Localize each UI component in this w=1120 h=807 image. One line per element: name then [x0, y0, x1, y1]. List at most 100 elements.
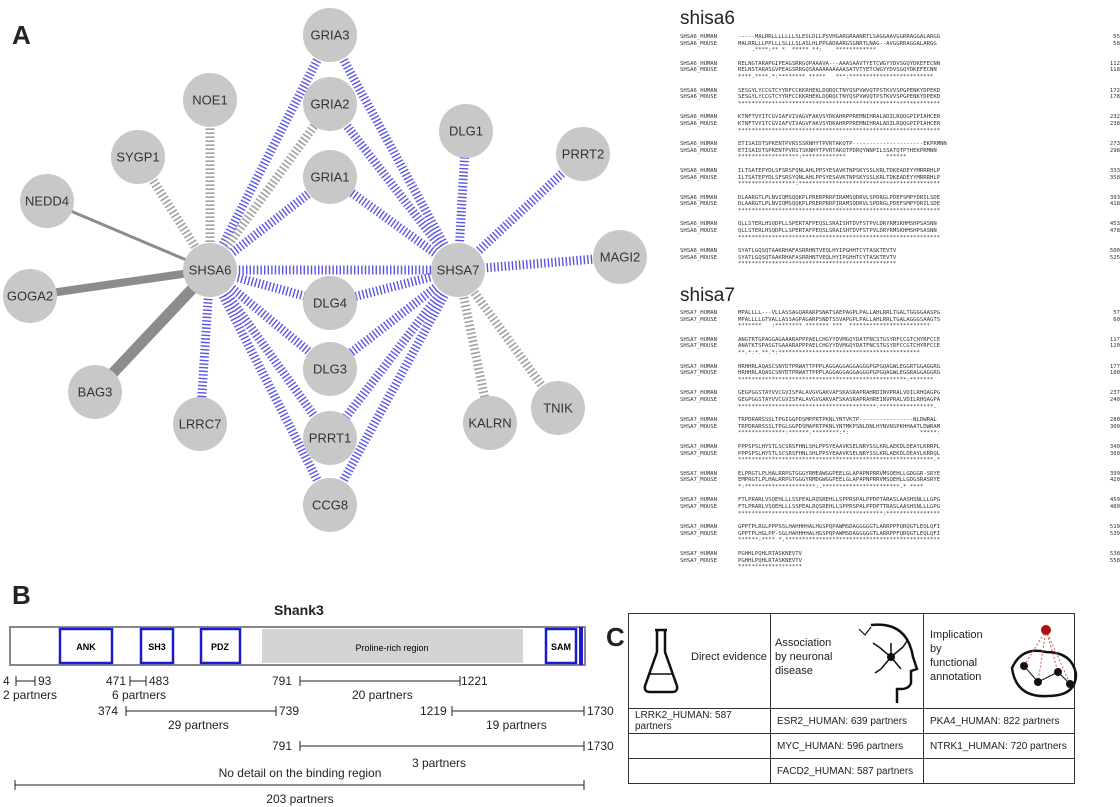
node-tnik: TNIK	[531, 381, 585, 435]
network-nodes: GRIA3NOE1SYGP1GRIA2DLG1PRRT2NEDD4GRIA1SH…	[3, 8, 647, 532]
alignment-nm	[680, 564, 738, 571]
range-label-203: 203 partners	[266, 792, 333, 806]
alignment-line: ****************************************…	[680, 377, 1120, 384]
shank3-domain-map: Proline-rich region ANK SH3 PDZ SAM 4 93…	[3, 626, 614, 806]
node-label: BAG3	[78, 385, 113, 400]
alignment-sq: GEGPGGSTAYVVCGVISFALAVGVGAKVAFSKASRAPRAH…	[738, 396, 941, 403]
alignment-sq: GEGPGGSTAYVVCGVISFALAVGVGAKVAFSKASRAPRAH…	[738, 390, 941, 397]
node-noe1: NOE1	[183, 73, 237, 127]
range-label-3: 3 partners	[412, 756, 466, 770]
alignment-nm	[680, 181, 738, 188]
alignment-sq: HRHHRLAQASCSNYDTPRWATTPPPLAGGAGGAGGAGGGP…	[738, 363, 941, 370]
range-end-93: 93	[38, 674, 52, 688]
table-cell: PKA4_HUMAN: 822 partners	[923, 708, 1075, 734]
alignment-nb: 178	[1109, 94, 1120, 101]
panel-label-b: B	[12, 580, 31, 610]
range-start-374: 374	[98, 704, 118, 718]
alignment-sq: ****************************************…	[738, 510, 941, 517]
node-dlg4: DLG4	[303, 276, 357, 330]
alignment-nm: SHSA7_MOUSE	[680, 530, 718, 537]
node-circle	[439, 104, 493, 158]
alignment-nm: SHSA7_MOUSE	[680, 370, 718, 377]
alignment-nb: 478	[1109, 228, 1120, 235]
alignment-nb: 177	[1109, 363, 1120, 370]
c-terminal-mark	[579, 627, 583, 665]
direct-evidence-label: Direct evidence	[691, 651, 767, 663]
alignment-nb: 232	[1109, 114, 1120, 121]
range-end-1730b: 1730	[587, 739, 614, 753]
edge-shsa7-ccg8	[326, 267, 462, 508]
alignment-sq: ****.****.*:******** ***** ***:*********…	[738, 73, 934, 80]
alignment-nm: SHSA7_HUMAN	[680, 443, 718, 450]
alignment-nb	[1100, 564, 1120, 571]
alignment-nm	[680, 323, 738, 330]
alignment-nb	[1100, 537, 1120, 544]
alignment-nb: 118	[1109, 67, 1120, 74]
alignment-sq: GPPTPLHGLPP-SGLHAHHHHALHGSPQPAWMSDAGGGGG…	[738, 530, 941, 537]
node-label: CCG8	[312, 498, 348, 513]
node-prrt1: PRRT1	[303, 411, 357, 465]
alignment-line: *****************:**********************…	[680, 181, 1120, 188]
node-circle	[20, 174, 74, 228]
alignment-line: SHSA7_MOUSE GPPTPLHGLPP-SGLHAHHHHALHGSPQP…	[680, 531, 1120, 538]
node-shsa6: SHSA6	[183, 243, 237, 297]
alignment-nb	[1100, 181, 1120, 188]
alignment-nb: 453	[1109, 221, 1120, 228]
domain-sam-label: SAM	[551, 642, 571, 652]
node-circle	[431, 243, 485, 297]
node-gria3: GRIA3	[303, 8, 357, 62]
alignment-nb	[1100, 235, 1120, 242]
association-label: Association by neuronal disease	[775, 636, 833, 678]
range-start-1219: 1219	[420, 704, 447, 718]
node-label: SHSA6	[189, 263, 232, 278]
alignment-nb: 238	[1109, 120, 1120, 127]
alignment-sq: **************:******.********:*: *****:	[738, 430, 941, 437]
alignment-nm	[680, 430, 738, 437]
range-label-20: 20 partners	[352, 688, 413, 702]
alignment-nm	[680, 101, 738, 108]
alignment-line: **************:******.********:*: *****:	[680, 430, 1120, 437]
node-label: DLG3	[313, 362, 347, 377]
alignment-nm: SHSA6_HUMAN	[680, 141, 718, 148]
alignment-nm: SHSA7_HUMAN	[680, 336, 718, 343]
table-row: LRRK2_HUMAN: 587 partners ESR2_HUMAN: 63…	[628, 708, 1075, 734]
table-row: FACD2_HUMAN: 587 partners	[628, 758, 1075, 784]
node-label: DLG1	[449, 124, 483, 139]
range-start-4: 4	[3, 674, 10, 688]
node-circle	[303, 8, 357, 62]
alignment-sq: TRPDRARSSSLTPGIGGPDSMPPRTPKNLYNTVKTP----…	[738, 417, 937, 424]
network-annotation-icon	[1010, 625, 1078, 698]
alignment-sq: ****************************************…	[738, 457, 941, 464]
alignment-nb: 180	[1109, 370, 1120, 377]
node-label: SYGP1	[116, 150, 159, 165]
domain-ank-label: ANK	[76, 642, 96, 652]
alignment-nb: 539	[1109, 530, 1120, 537]
node-circle	[593, 230, 647, 284]
panel-label-a: A	[12, 20, 31, 50]
alignment-nb: 280	[1109, 417, 1120, 424]
proline-rich-label: Proline-rich region	[355, 643, 428, 653]
alignment-nm	[680, 404, 738, 411]
node-gria2: GRIA2	[303, 77, 357, 131]
alignment-sq: .****:** * ***** **: ************	[738, 47, 877, 54]
no-detail-label: No detail on the binding region	[219, 766, 382, 780]
alignment-line: ******************:************* ******	[680, 154, 1120, 161]
